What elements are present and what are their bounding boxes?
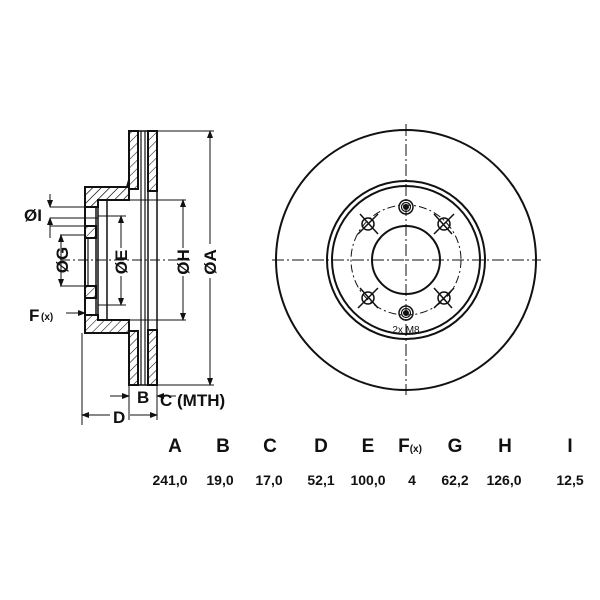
value-g: 62,2	[441, 472, 469, 488]
disc-plate-right-top	[147, 130, 158, 192]
label-f: F	[29, 306, 39, 325]
header-f: F(x)	[398, 436, 422, 458]
label-dia-a: ØA	[201, 249, 220, 275]
side-dimensions	[47, 130, 214, 425]
value-h: 126,0	[486, 472, 522, 488]
side-labels: ØI ØG ØE ØH ØA F (x) B C (MTH) D	[24, 206, 225, 427]
label-dia-i: ØI	[24, 206, 42, 225]
header-c: C	[263, 436, 277, 457]
header-a: A	[168, 436, 182, 457]
header-i: I	[567, 436, 573, 457]
table-value-row: 241,0 19,0 17,0 52,1 100,0 4 62,2 126,0 …	[140, 472, 600, 498]
label-f-sub: (x)	[41, 312, 53, 323]
label-b: B	[137, 388, 149, 407]
thread-note: 2x M8	[392, 325, 420, 336]
value-b: 19,0	[206, 472, 234, 488]
table-header-row: A B C D E F(x) G H I	[140, 436, 600, 462]
value-i: 12,5	[556, 472, 584, 488]
header-f-label: F	[398, 436, 410, 457]
header-h: H	[498, 436, 512, 457]
value-e: 100,0	[350, 472, 386, 488]
bolt-hole-bl	[357, 287, 379, 309]
value-d: 52,1	[307, 472, 335, 488]
value-a: 241,0	[152, 472, 188, 488]
value-c: 17,0	[255, 472, 283, 488]
header-e: E	[361, 436, 375, 457]
value-f: 4	[408, 472, 416, 488]
disc-plate-left-top	[128, 130, 139, 190]
label-dia-h: ØH	[174, 249, 193, 275]
hub-face-lower	[84, 285, 97, 299]
disc-plate-left-bottom	[128, 330, 139, 386]
bolt-hole-tr	[433, 213, 455, 235]
bolt-hole-tl	[357, 213, 379, 235]
front-view	[272, 124, 541, 395]
hub-face-upper	[84, 225, 97, 239]
label-dia-g: ØG	[53, 247, 72, 273]
header-f-sub: (x)	[409, 444, 422, 455]
bolt-hole-br	[433, 287, 455, 309]
threaded-hole-top	[398, 199, 414, 215]
header-g: G	[447, 436, 463, 457]
label-dia-e: ØE	[112, 250, 131, 275]
disc-plate-right-bottom	[147, 329, 158, 386]
bolt-holes	[357, 213, 455, 309]
header-b: B	[216, 436, 230, 457]
label-d: D	[113, 408, 125, 427]
dimensions-table: A B C D E F(x) G H I 241,0 19,0 17,0 52,…	[140, 436, 600, 498]
label-c-mth: C (MTH)	[160, 391, 225, 410]
threaded-hole-bottom	[398, 305, 414, 321]
header-d: D	[314, 436, 328, 457]
